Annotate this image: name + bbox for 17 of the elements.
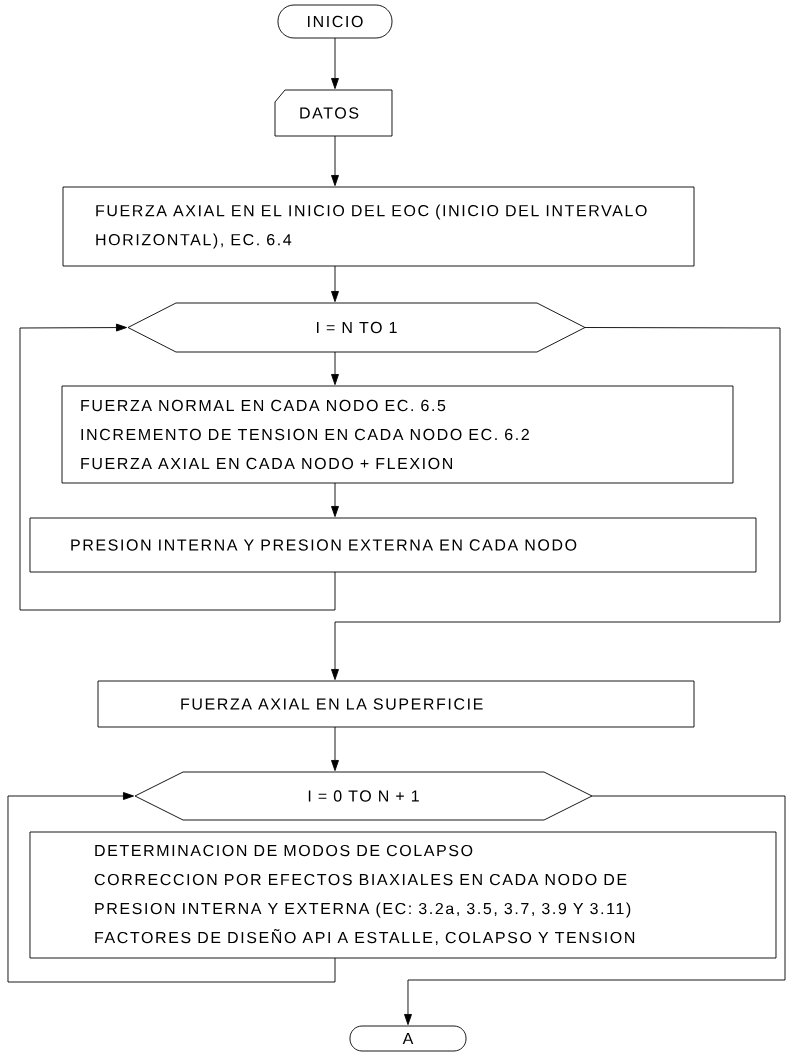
arrow [331, 726, 339, 772]
arrow [331, 482, 339, 518]
arrow [331, 135, 339, 187]
arrow [331, 265, 339, 303]
arrow [331, 37, 339, 90]
arrow [7, 792, 336, 983]
loop-hexagon: I = 0 TO N + 1 [134, 771, 593, 821]
process-box: FUERZA AXIAL EN LA SUPERFICIE [97, 680, 695, 728]
arrow [331, 327, 781, 681]
process-box: PRESION INTERNA Y PRESION EXTERNA EN CADA NODO [29, 517, 757, 573]
arrow [331, 351, 339, 386]
process-box: DETERMINACION DE MODOS DE COLAPSO CORRECCION POR EFECTOS BIAXIALES EN CADA NODO DE PRESION INTERNA Y EXTERNA (EC: 3.2a, 3.5, 3.7, 3.9 Y 3.11) FACTORES DE DISEÑO API A ESTALLE, COLAPSO Y TENSION [29, 831, 777, 959]
arrow [404, 795, 786, 1026]
loop-hexagon: I = N TO 1 [127, 302, 586, 353]
arrow [19, 323, 336, 611]
process-box: FUERZA NORMAL EN CADA NODO EC. 6.5 INCREMENTO DE TENSION EN CADA NODO EC. 6.2 FUERZA AXIAL EN CADA NODO + FLEXION [61, 385, 734, 484]
process-box: FUERZA AXIAL EN EL INICIO DEL EOC (INICIO DEL INTERVALO HORIZONTAL), EC. 6.4 [62, 186, 695, 267]
